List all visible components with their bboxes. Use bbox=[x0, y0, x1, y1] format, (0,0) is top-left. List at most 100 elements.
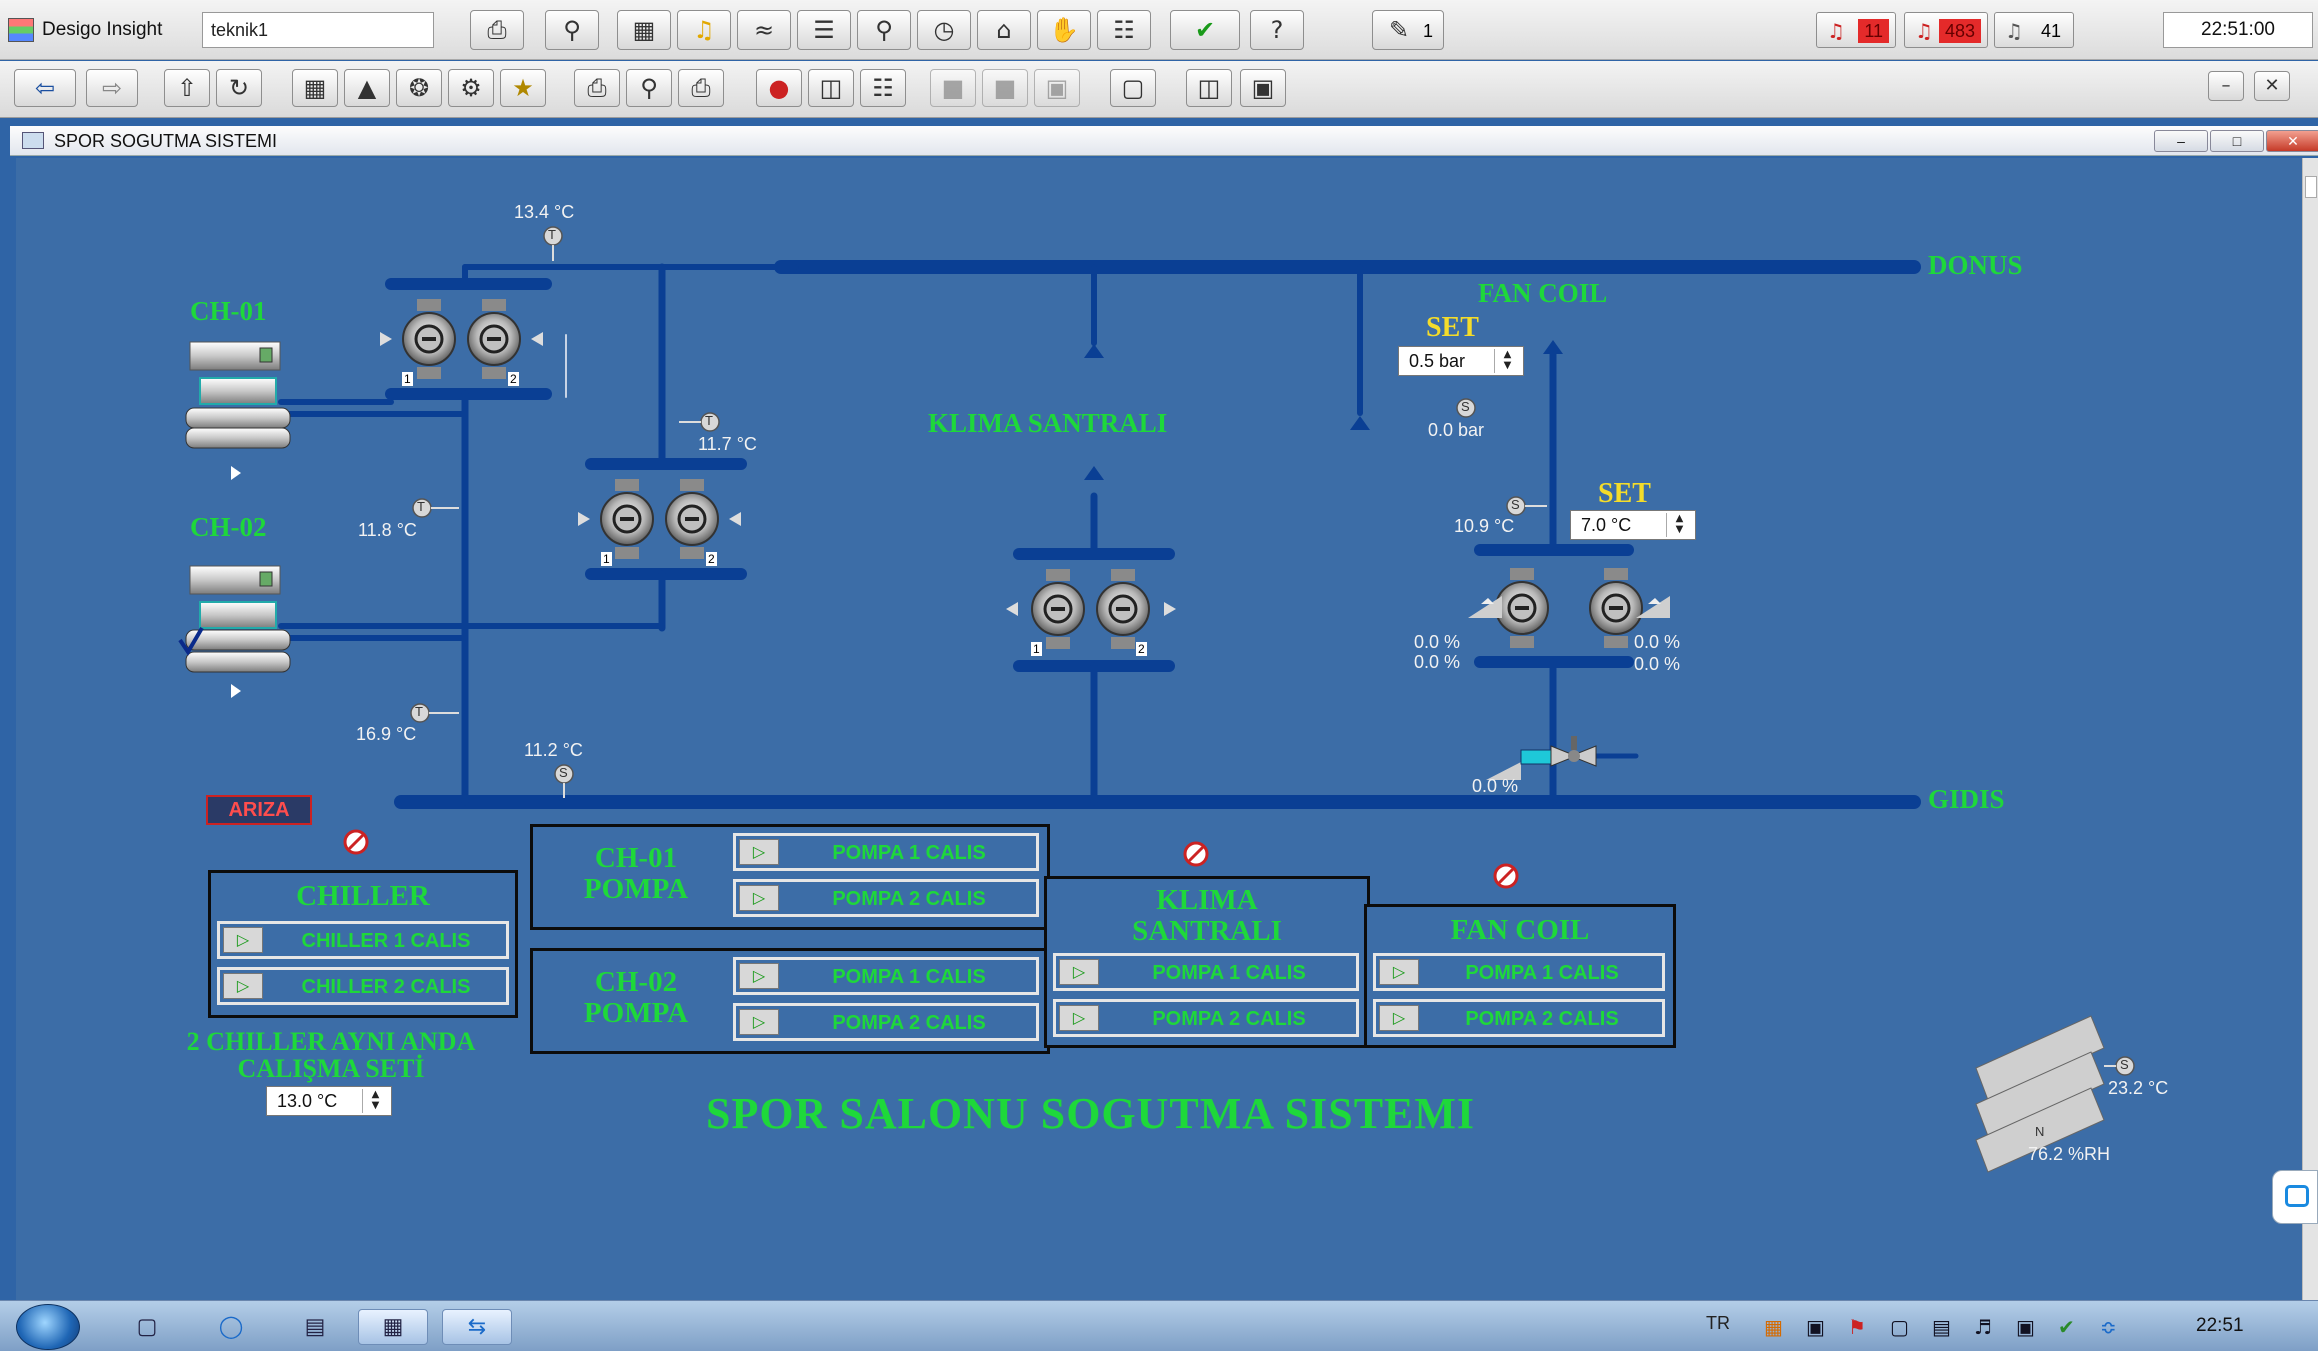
remote-support-tab[interactable] bbox=[2272, 1170, 2318, 1224]
sensors[interactable] bbox=[410, 226, 2135, 1143]
print-button[interactable]: ⎙ bbox=[470, 10, 524, 50]
tray-flag-icon[interactable]: ⚑ bbox=[1848, 1315, 1866, 1339]
ch02-pump-1-run-button[interactable]: ▷ POMPA 1 CALIS bbox=[733, 957, 1039, 995]
tray-signal-icon[interactable]: ≎ bbox=[2100, 1315, 2117, 1339]
chiller-setpoint-spinner[interactable]: 13.0 °C ▲▼ bbox=[266, 1086, 392, 1116]
disabled-button-2[interactable]: ■ bbox=[982, 69, 1028, 107]
language-indicator[interactable]: TR bbox=[1706, 1313, 1730, 1333]
ch01-pump-2-run-button[interactable]: ▷ POMPA 2 CALIS bbox=[733, 879, 1039, 917]
close-app-button[interactable]: ✕ bbox=[2254, 71, 2290, 101]
alarm-counter-1[interactable]: ♫ 11 bbox=[1816, 12, 1896, 48]
three-way-valve[interactable] bbox=[1486, 736, 1597, 780]
window-vertical-scrollbar[interactable] bbox=[2302, 158, 2318, 1300]
chiller-ch02-unit[interactable] bbox=[185, 565, 291, 698]
fc-temp-setpoint-spinner[interactable]: 7.0 °C ▲▼ bbox=[1570, 510, 1696, 540]
arrow-left-icon: ⇦ bbox=[34, 74, 56, 102]
user-field[interactable]: teknik1 bbox=[202, 12, 434, 48]
forward-button[interactable]: ⇨ bbox=[86, 69, 138, 107]
back-button[interactable]: ⇦ bbox=[14, 69, 76, 107]
window-maximize-button[interactable]: □ bbox=[2210, 130, 2264, 152]
chiller-ch01-unit[interactable] bbox=[185, 341, 291, 480]
trend-viewer-button[interactable]: ≈ bbox=[737, 10, 791, 50]
alarm-viewer-button[interactable]: ♫ bbox=[677, 10, 731, 50]
help-button[interactable]: ? bbox=[1250, 10, 1304, 50]
ch01-pump-panel: CH-01 POMPA ▷ POMPA 1 CALIS ▷ POMPA 2 CA… bbox=[530, 824, 1050, 930]
alarm-counter-2[interactable]: ♫ 483 bbox=[1904, 12, 1988, 48]
reports-button[interactable]: ☷ bbox=[1097, 10, 1151, 50]
pump-group-klima[interactable] bbox=[1006, 567, 1176, 651]
print-preview-button[interactable]: ⚲ bbox=[626, 69, 672, 107]
log-viewer-button[interactable]: ☰ bbox=[797, 10, 851, 50]
disabled-button-1[interactable]: ■ bbox=[930, 69, 976, 107]
spinner-arrows-icon[interactable]: ▲▼ bbox=[362, 1089, 388, 1113]
taskbar-teamviewer[interactable]: ⇆ bbox=[442, 1309, 512, 1345]
tray-app-icon[interactable]: ▦ bbox=[1764, 1315, 1783, 1339]
properties-button[interactable]: ☷ bbox=[860, 69, 906, 107]
taskbar-desigo[interactable]: ▦ bbox=[358, 1309, 428, 1345]
window-titlebar: SPOR SOGUTMA SISTEMI – □ ✕ bbox=[10, 126, 2318, 156]
clock-icon: ◷ bbox=[933, 16, 955, 44]
chiller-2-run-button[interactable]: ▷ CHILLER 2 CALIS bbox=[217, 967, 509, 1005]
tray-volume-icon[interactable]: ♬ bbox=[1974, 1315, 1992, 1339]
klima-pump-1-run-button[interactable]: ▷ POMPA 1 CALIS bbox=[1053, 953, 1359, 991]
pump-group-ch02[interactable] bbox=[578, 477, 741, 561]
fancoil-pump-1-run-button[interactable]: ▷ POMPA 1 CALIS bbox=[1373, 953, 1665, 991]
tray-monitor-icon[interactable]: ▣ bbox=[1806, 1315, 1825, 1339]
alarm-counter-3[interactable]: ♫ 41 bbox=[1994, 12, 2074, 48]
ch02-pump-2-run-button[interactable]: ▷ POMPA 2 CALIS bbox=[733, 1003, 1039, 1041]
compass-button[interactable]: ❂ bbox=[396, 69, 442, 107]
minimize-icon: – bbox=[2177, 133, 2185, 149]
tray-network-icon[interactable]: ▤ bbox=[1932, 1315, 1951, 1339]
ch02-fault-badge[interactable]: ARIZA bbox=[206, 795, 312, 825]
refresh-button[interactable]: ↻ bbox=[216, 69, 262, 107]
logon-button[interactable]: ⚲ bbox=[545, 10, 599, 50]
parent-level-button[interactable]: ⇧ bbox=[164, 69, 210, 107]
record-button[interactable]: ● bbox=[756, 69, 802, 107]
fancoil-pump-2-run-button[interactable]: ▷ POMPA 2 CALIS bbox=[1373, 999, 1665, 1037]
columns-button[interactable]: ◫ bbox=[808, 69, 854, 107]
printer-setup-button[interactable]: ⎙ bbox=[678, 69, 724, 107]
klima-pump-2-run-button[interactable]: ▷ POMPA 2 CALIS bbox=[1053, 999, 1359, 1037]
cascade-button[interactable]: ▣ bbox=[1240, 69, 1286, 107]
object-button[interactable]: ★ bbox=[500, 69, 546, 107]
window-close-button[interactable]: ✕ bbox=[2266, 130, 2318, 152]
tray-display-icon[interactable]: ▢ bbox=[1890, 1315, 1909, 1339]
home-button[interactable]: ⌂ bbox=[977, 10, 1031, 50]
acknowledge-button[interactable]: ✋ bbox=[1037, 10, 1091, 50]
plant-viewer-button[interactable]: ▦ bbox=[617, 10, 671, 50]
ch01-pump-title-line2: POMPA bbox=[583, 873, 689, 905]
app-button[interactable]: Desigo Insight bbox=[8, 12, 188, 48]
pump-group-fancoil[interactable] bbox=[1468, 566, 1670, 650]
navigate-button[interactable]: ▲ bbox=[344, 69, 390, 107]
tools-button[interactable]: ⚙ bbox=[448, 69, 494, 107]
operations-count: 1 bbox=[1422, 21, 1433, 41]
spinner-arrows-icon[interactable]: ▲▼ bbox=[1494, 349, 1520, 373]
ch02-pump-title-line2: POMPA bbox=[583, 997, 689, 1029]
search-button[interactable]: ⚲ bbox=[857, 10, 911, 50]
window-icon: ▢ bbox=[1121, 74, 1145, 102]
tray-screen-icon[interactable]: ▣ bbox=[2016, 1315, 2035, 1339]
taskbar-ie[interactable]: ◯ bbox=[196, 1309, 266, 1345]
ch01-pump-1-run-button[interactable]: ▷ POMPA 1 CALIS bbox=[733, 833, 1039, 871]
tray-status-icon[interactable]: ✔ bbox=[2058, 1315, 2075, 1339]
window-button[interactable]: ▢ bbox=[1110, 69, 1156, 107]
app-name: Desigo Insight bbox=[42, 19, 163, 40]
scrollbar-thumb[interactable] bbox=[2305, 176, 2317, 198]
minimize-app-button[interactable]: – bbox=[2208, 71, 2244, 101]
scheduler-button[interactable]: ◷ bbox=[917, 10, 971, 50]
chiller-1-run-button[interactable]: ▷ CHILLER 1 CALIS bbox=[217, 921, 509, 959]
pump-group-ch01[interactable] bbox=[380, 297, 543, 381]
taskbar-show-desktop[interactable]: ▢ bbox=[112, 1309, 182, 1345]
pressure-setpoint-spinner[interactable]: 0.5 bar ▲▼ bbox=[1398, 346, 1524, 376]
ok-button[interactable]: ✔ bbox=[1170, 10, 1240, 50]
print-page-button[interactable]: ⎙ bbox=[574, 69, 620, 107]
disabled-button-3[interactable]: ▣ bbox=[1034, 69, 1080, 107]
taskbar-clock[interactable]: 22:51 bbox=[2196, 1315, 2244, 1336]
taskbar-explorer[interactable]: ▤ bbox=[280, 1309, 350, 1345]
spinner-arrows-icon[interactable]: ▲▼ bbox=[1666, 513, 1692, 537]
tree-button[interactable]: ▦ bbox=[292, 69, 338, 107]
window-minimize-button[interactable]: – bbox=[2154, 130, 2208, 152]
operations-button[interactable]: ✎ 1 bbox=[1372, 10, 1444, 50]
tile-button[interactable]: ◫ bbox=[1186, 69, 1232, 107]
start-button[interactable] bbox=[16, 1304, 80, 1350]
